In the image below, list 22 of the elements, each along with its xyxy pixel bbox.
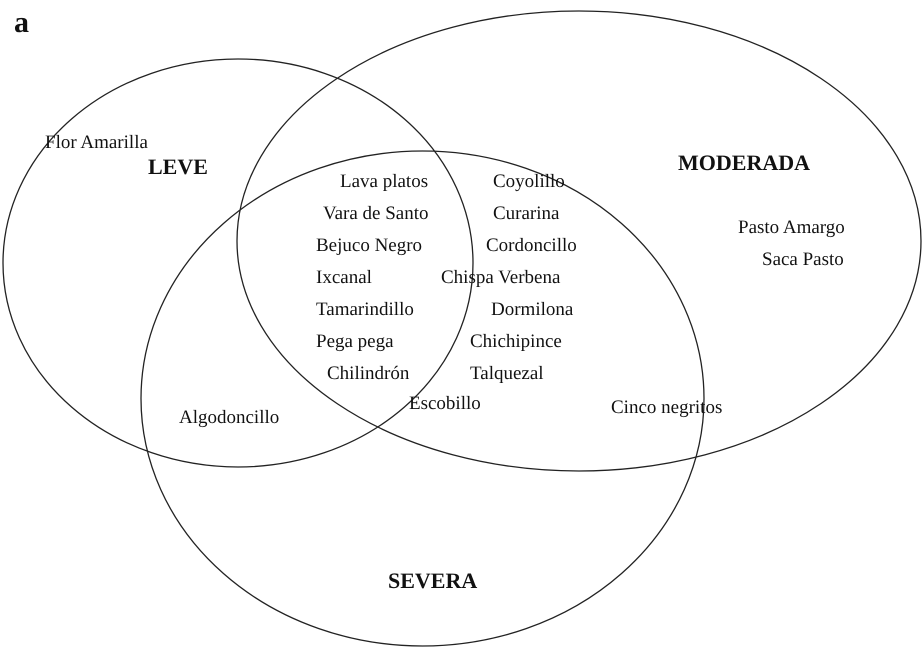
plant-name: Coyolillo — [493, 172, 565, 193]
plant-name: Curarina — [493, 204, 560, 225]
set-title: MODERADA — [678, 150, 810, 176]
plant-name: Chichipince — [470, 332, 562, 353]
plant-name: Chilindrón — [327, 364, 410, 385]
plant-name: Ixcanal — [316, 268, 372, 289]
plant-name: Tamarindillo — [316, 300, 414, 321]
plant-name: Flor Amarilla — [45, 133, 148, 154]
set-title: LEVE — [148, 154, 208, 180]
plant-name: Bejuco Negro — [316, 236, 422, 257]
plant-name: Pega pega — [316, 332, 394, 353]
panel-letter: a — [14, 6, 29, 39]
plant-name: Saca Pasto — [762, 250, 844, 271]
plant-name: Cordoncillo — [486, 236, 577, 257]
plant-name: Pasto Amargo — [738, 218, 845, 239]
set-title: SEVERA — [388, 568, 478, 594]
plant-name: Algodoncillo — [179, 408, 280, 429]
plant-name: Dormilona — [491, 300, 574, 321]
plant-name: Escobillo — [409, 394, 481, 415]
plant-name: Vara de Santo — [323, 204, 429, 225]
plant-name: Lava platos — [340, 172, 428, 193]
plant-name: Talquezal — [470, 364, 544, 385]
